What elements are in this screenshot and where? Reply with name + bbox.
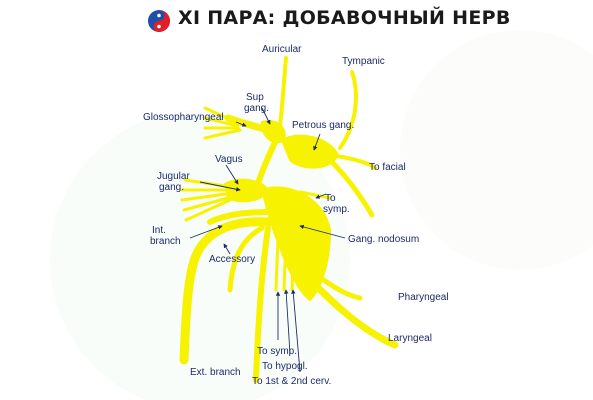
pointer-to-symp-up: [315, 193, 327, 199]
label-to-symp-lower: To symp.: [257, 346, 297, 357]
label-sup-gang-2: gang.: [244, 103, 269, 114]
to-hypogl-twig: [282, 236, 288, 292]
label-gang-nodosum: Gang. nodosum: [348, 234, 419, 245]
pointer-accessory: [223, 243, 231, 255]
label-petrous-gang: Petrous gang.: [292, 120, 354, 131]
label-jugular-gang-1: Jugular: [157, 171, 190, 182]
labels: Auricular Tympanic Sup gang. Glossophary…: [143, 44, 449, 387]
label-sup-gang-1: Sup: [246, 92, 264, 103]
label-tympanic: Tympanic: [342, 56, 385, 67]
label-to-symp-upper-2: symp.: [323, 204, 350, 215]
pointer-glosso: [235, 121, 247, 127]
sup-to-vagus: [255, 137, 279, 187]
pointer-lines: [189, 107, 346, 373]
label-accessory: Accessory: [209, 254, 255, 265]
glossopharyngeal-fibers: [203, 106, 242, 140]
to-symp-twig: [274, 236, 280, 292]
label-vagus: Vagus: [215, 154, 243, 165]
ext-branch: [253, 225, 271, 383]
yin-yang-logo-icon: [148, 10, 170, 32]
to-cerv-twig: [290, 236, 296, 292]
label-to-facial: To facial: [369, 162, 406, 173]
label-glossopharyngeal: Glossopharyngeal: [143, 112, 224, 123]
pointer-sup: [261, 107, 271, 125]
pointer-vagus: [225, 164, 239, 185]
pointer-petrous: [313, 133, 321, 151]
auricular-branch: [278, 56, 288, 127]
tympanic-branch: [338, 70, 358, 150]
label-to-hypogl: To hypogl.: [262, 361, 308, 372]
accessory-inner: [227, 225, 265, 293]
pointer-cerv: [291, 289, 301, 373]
pointer-int: [189, 225, 223, 239]
label-laryngeal: Laryngeal: [388, 333, 432, 344]
label-ext-branch: Ext. branch: [190, 367, 241, 378]
label-to-symp-upper-1: To: [325, 193, 336, 204]
pointer-nodosum: [299, 224, 346, 239]
to-facial-branch: [328, 153, 377, 170]
page-title: XI ПАРА: ДОБАВОЧНЫЙ НЕРВ: [178, 7, 511, 29]
label-jugular-gang-2: gang.: [159, 182, 184, 193]
vagus-descending: [296, 266, 399, 349]
label-int-branch-2: branch: [150, 236, 181, 247]
int-branch: [207, 209, 271, 225]
label-auricular: Auricular: [262, 44, 302, 55]
pointer-jugular: [199, 181, 241, 192]
nerve-trunks: [179, 56, 399, 383]
label-int-branch-1: Int.: [152, 225, 166, 236]
accessory-arch: [179, 217, 273, 365]
label-to-cerv: To 1st & 2nd cerv.: [252, 376, 331, 387]
header: XI ПАРА: ДОБАВОЧНЫЙ НЕРВ: [0, 0, 593, 40]
pharyngeal-branch: [307, 267, 363, 301]
label-pharyngeal: Pharyngeal: [398, 292, 449, 303]
pointer-hypogl: [283, 289, 291, 355]
petrous-down-branch: [327, 157, 375, 218]
